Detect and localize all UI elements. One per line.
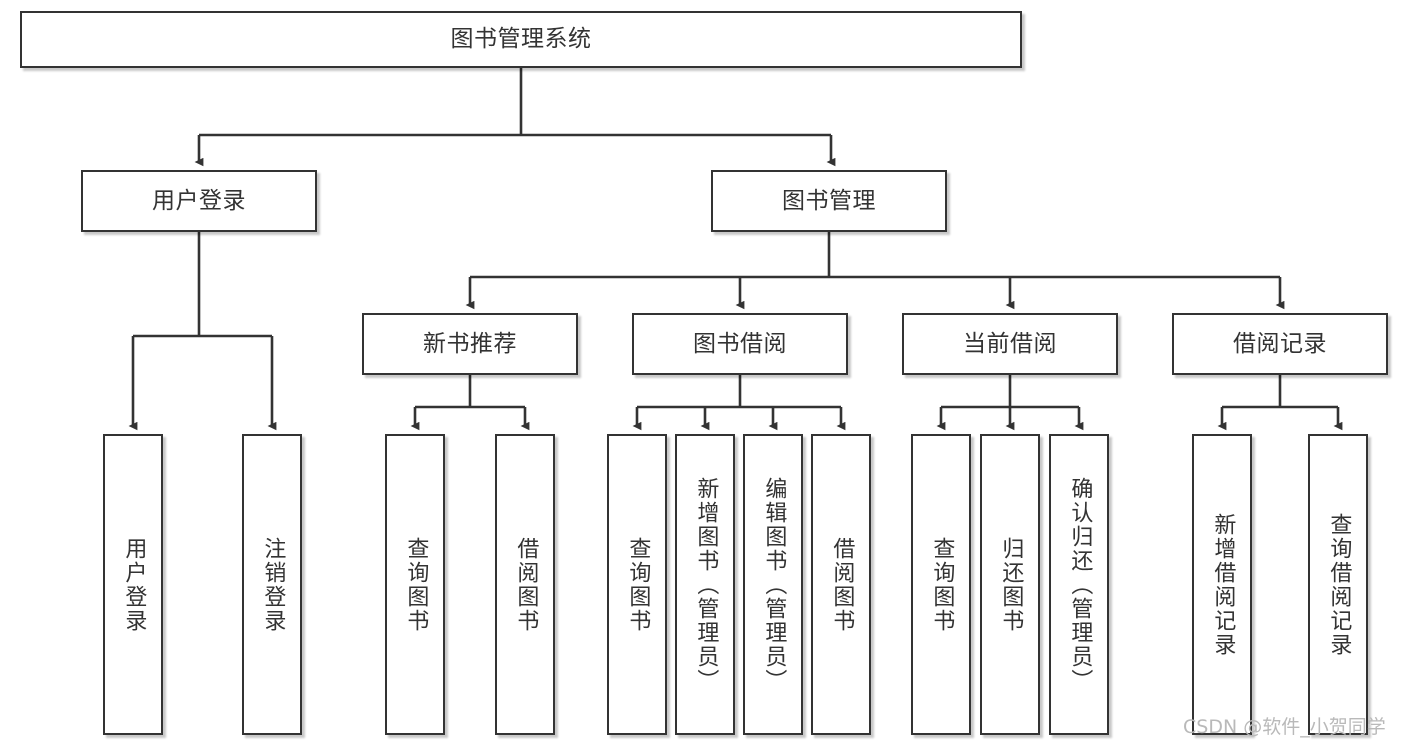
node-borrow-record[interactable]: 借阅记录 bbox=[1172, 313, 1388, 375]
leaf-book-borrow-add[interactable]: 新增图书（管理员） bbox=[675, 434, 735, 735]
node-label: 借阅图书 bbox=[513, 536, 539, 633]
leaf-current-borrow-query[interactable]: 查询图书 bbox=[911, 434, 971, 735]
leaf-book-borrow-query[interactable]: 查询图书 bbox=[607, 434, 667, 735]
leaf-current-borrow-confirm[interactable]: 确认归还（管理员） bbox=[1049, 434, 1109, 735]
node-label: 用户登录 bbox=[121, 536, 147, 633]
leaf-current-borrow-return[interactable]: 归还图书 bbox=[980, 434, 1040, 735]
node-label: 查询借阅记录 bbox=[1326, 512, 1352, 657]
leaf-borrow-record-query[interactable]: 查询借阅记录 bbox=[1308, 434, 1368, 735]
leaf-user-login-logout[interactable]: 注销登录 bbox=[242, 434, 302, 735]
watermark-text: CSDN @软件_小贺同学 bbox=[1183, 716, 1386, 738]
leaf-borrow-record-add[interactable]: 新增借阅记录 bbox=[1192, 434, 1252, 735]
node-label: 图书管理系统 bbox=[450, 26, 592, 52]
node-label: 新增图书（管理员） bbox=[693, 476, 719, 693]
node-label: 图书借阅 bbox=[693, 330, 787, 357]
node-label: 查询图书 bbox=[403, 536, 429, 633]
node-label: 借阅图书 bbox=[829, 536, 855, 633]
leaf-user-login-login[interactable]: 用户登录 bbox=[103, 434, 163, 735]
node-label: 注销登录 bbox=[260, 536, 286, 633]
node-label: 用户登录 bbox=[152, 187, 246, 214]
node-label: 当前借阅 bbox=[963, 330, 1057, 357]
node-label: 借阅记录 bbox=[1233, 330, 1327, 357]
node-label: 确认归还（管理员） bbox=[1067, 476, 1093, 693]
leaf-new-book-query[interactable]: 查询图书 bbox=[385, 434, 445, 735]
node-label: 编辑图书（管理员） bbox=[761, 476, 787, 693]
node-label: 图书管理 bbox=[782, 187, 876, 214]
node-label: 查询图书 bbox=[929, 536, 955, 633]
leaf-new-book-borrow[interactable]: 借阅图书 bbox=[495, 434, 555, 735]
node-root-system[interactable]: 图书管理系统 bbox=[20, 11, 1022, 68]
node-current-borrow[interactable]: 当前借阅 bbox=[902, 313, 1118, 375]
node-label: 新书推荐 bbox=[423, 330, 517, 357]
leaf-book-borrow-edit[interactable]: 编辑图书（管理员） bbox=[743, 434, 803, 735]
node-label: 归还图书 bbox=[998, 536, 1024, 633]
node-new-book-recommend[interactable]: 新书推荐 bbox=[362, 313, 578, 375]
node-book-management[interactable]: 图书管理 bbox=[711, 170, 947, 232]
leaf-book-borrow-borrow[interactable]: 借阅图书 bbox=[811, 434, 871, 735]
node-book-borrow[interactable]: 图书借阅 bbox=[632, 313, 848, 375]
node-label: 新增借阅记录 bbox=[1210, 512, 1236, 657]
node-label: 查询图书 bbox=[625, 536, 651, 633]
node-user-login[interactable]: 用户登录 bbox=[81, 170, 317, 232]
